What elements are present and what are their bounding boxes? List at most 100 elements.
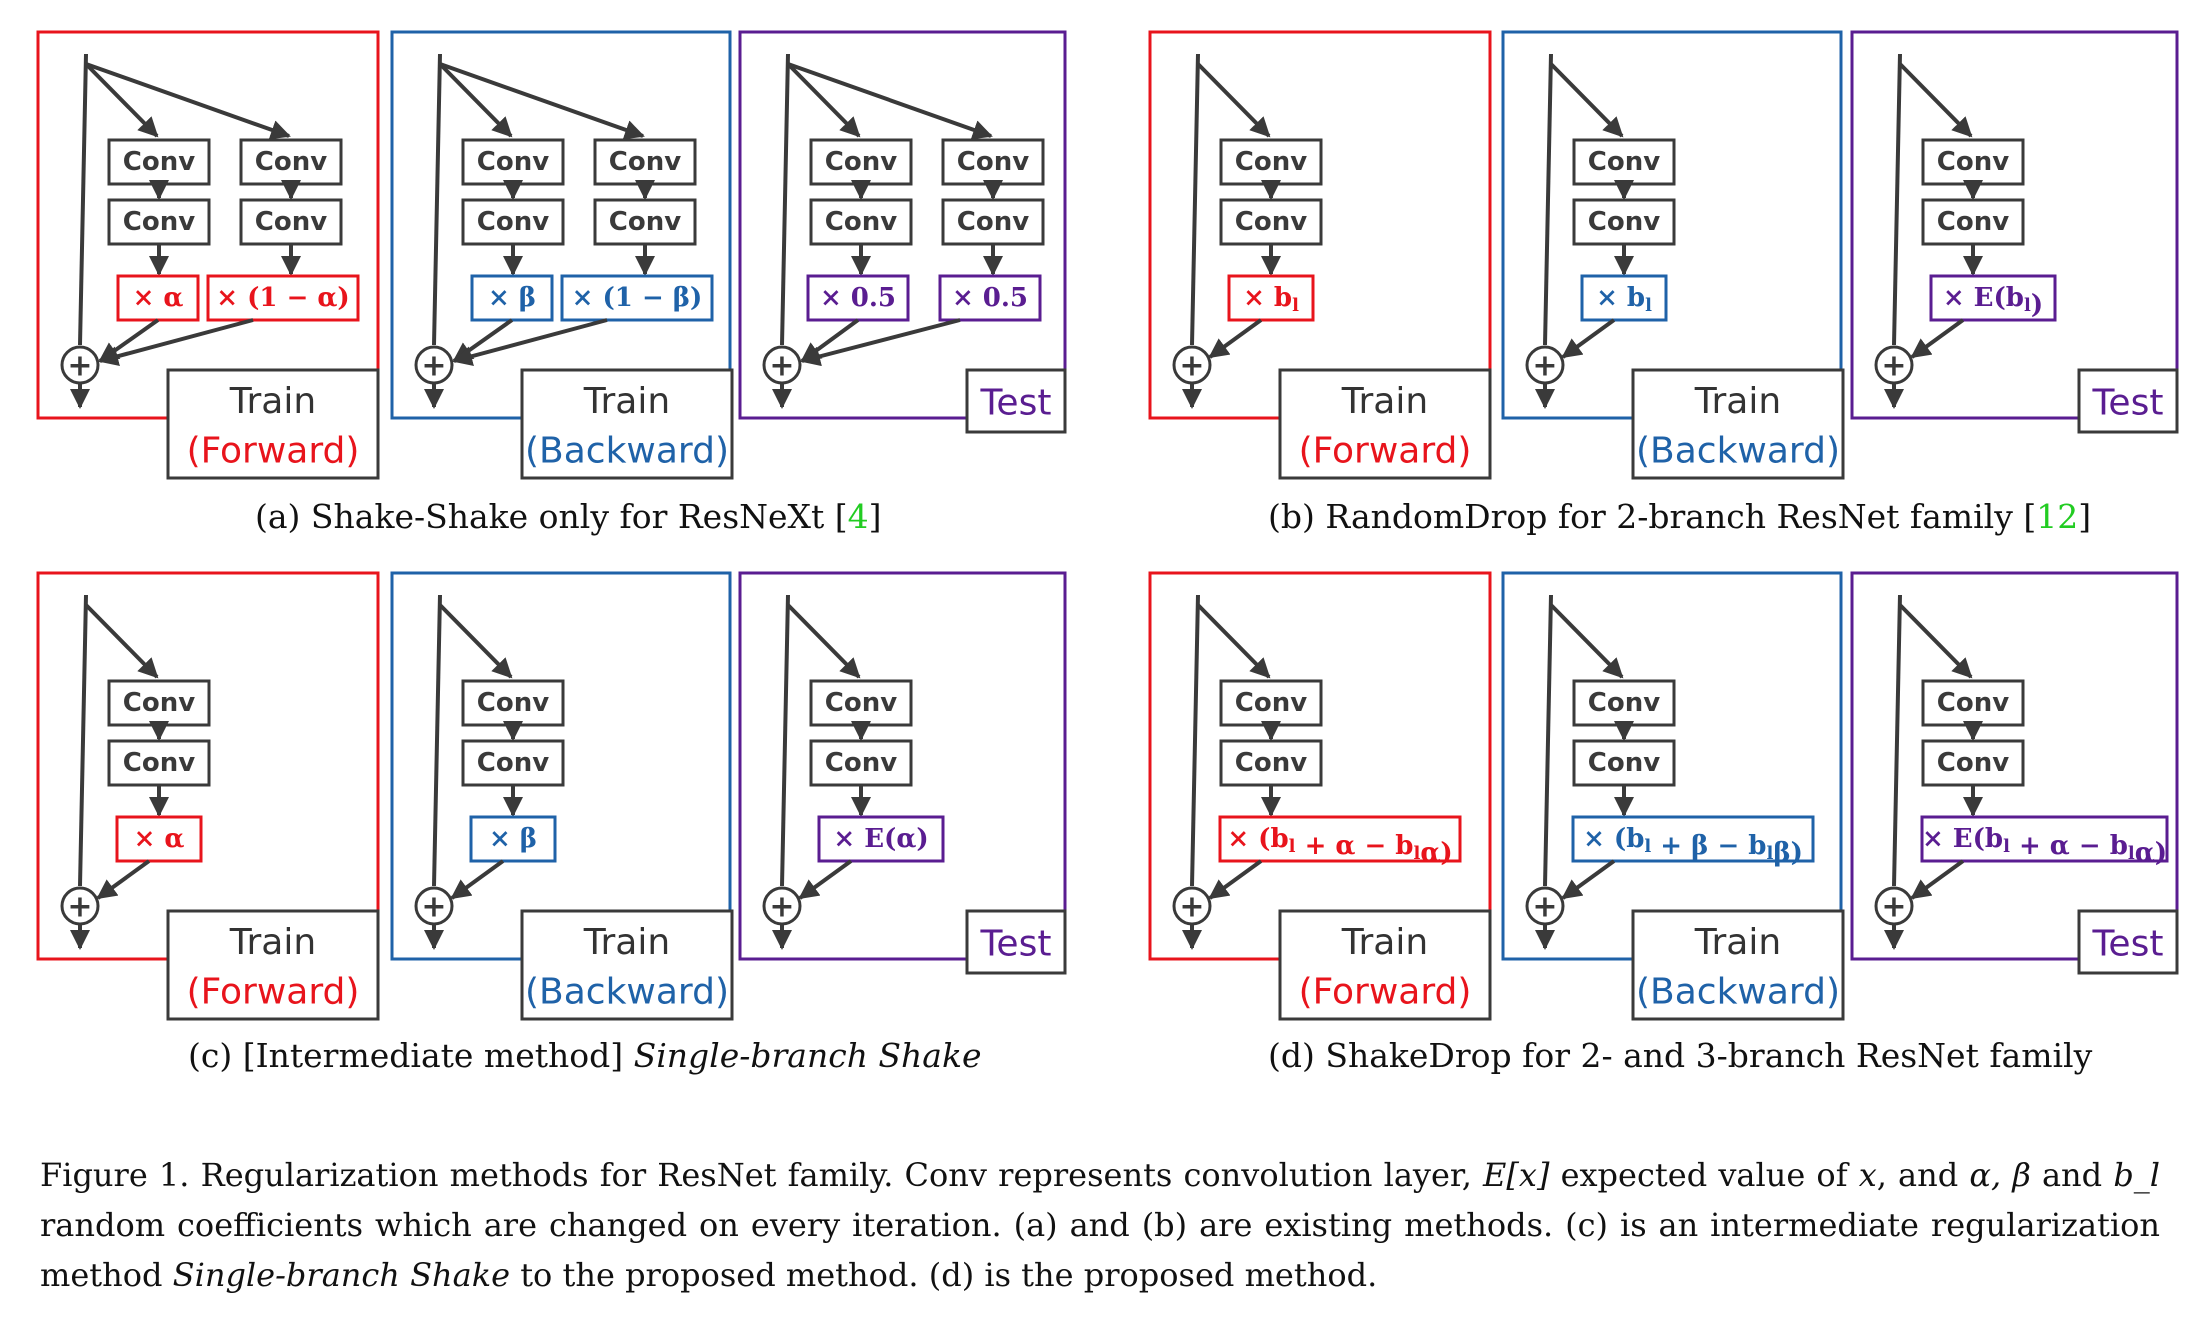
skip-line: [1190, 594, 1200, 887]
branch-arrow: [1196, 62, 1271, 138]
mode-label-box: [166, 909, 380, 1021]
plus-icon: +: [1179, 890, 1204, 925]
mode-label-text: Train: [229, 922, 316, 963]
multiplier-box: [470, 274, 554, 322]
merge-arrow: [96, 859, 151, 900]
subcaption-a: (a) Shake-Shake only for ResNeXt [4]: [255, 497, 882, 536]
conv-label: Conv: [609, 207, 681, 237]
conv-label: Conv: [123, 748, 195, 778]
conv-box: [1219, 138, 1323, 186]
multiplier-box: [1920, 815, 2169, 863]
conv-label: Conv: [1235, 207, 1307, 237]
subcaption-b: (b) RandomDrop for 2-branch ResNet famil…: [1268, 497, 2091, 536]
merge-arrow: [1208, 318, 1263, 359]
branch-arrow: [84, 603, 159, 679]
merge-arrow: [1561, 859, 1616, 900]
conv-label: Conv: [825, 147, 897, 177]
conv-label: Conv: [1235, 688, 1307, 718]
conv-label: Conv: [1235, 748, 1307, 778]
caption-math: α, β: [1969, 1156, 2031, 1194]
conv-box: [809, 138, 913, 186]
mode-label-box: [520, 909, 734, 1021]
skip-line: [78, 53, 88, 346]
mode-label-text: (Backward): [525, 431, 729, 472]
conv-label: Conv: [255, 147, 327, 177]
plus-node: [1874, 345, 1914, 385]
mode-label-box: [1631, 368, 1845, 480]
mode-label-text: Train: [1341, 381, 1428, 422]
conv-box: [1219, 198, 1323, 246]
branch-arrow: [1549, 603, 1624, 679]
branch-arrow: [85, 62, 291, 140]
branch-arrow: [1898, 62, 1973, 138]
conv-label: Conv: [477, 207, 549, 237]
plus-node: [1525, 886, 1565, 926]
conv-label: Conv: [477, 688, 549, 718]
skip-line: [1190, 53, 1200, 346]
merge-arrow: [1561, 318, 1616, 359]
mode-label-box: [965, 368, 1067, 434]
multiplier-text: × bl: [1596, 283, 1652, 316]
branch-arrow: [786, 603, 861, 679]
plus-icon: +: [769, 890, 794, 925]
multiplier-box: [1218, 815, 1462, 863]
multiplier-box: [560, 274, 714, 322]
branch-arrow: [439, 62, 645, 140]
citation-link[interactable]: 4: [847, 497, 869, 536]
plus-icon: +: [421, 890, 446, 925]
multiplier-text: × bl: [1243, 283, 1299, 316]
figure-caption: Figure 1. Regularization methods for Res…: [40, 1150, 2160, 1300]
frame-border: [738, 571, 1067, 961]
conv-box: [107, 138, 211, 186]
multiplier-box: [1580, 274, 1668, 322]
mode-label-text: (Forward): [1299, 972, 1472, 1013]
conv-label: Conv: [1588, 748, 1660, 778]
skip-line: [78, 594, 88, 887]
caption-text: Figure 1. Regularization methods for Res…: [40, 1156, 1484, 1194]
frame-border: [738, 30, 1067, 420]
plus-node: [60, 345, 100, 385]
conv-label: Conv: [957, 147, 1029, 177]
mode-label-text: Test: [2092, 383, 2164, 424]
skip-line: [432, 53, 442, 346]
conv-box: [107, 739, 211, 787]
conv-label: Conv: [957, 207, 1029, 237]
conv-label: Conv: [1937, 688, 2009, 718]
multiplier-box: [817, 815, 945, 863]
subcaption-a-text: (a) Shake-Shake only for ResNeXt [: [255, 497, 848, 536]
plus-node: [414, 886, 454, 926]
mode-label-box: [1278, 368, 1492, 480]
caption-math: x: [1858, 1156, 1877, 1194]
multiplier-text: × α: [134, 824, 185, 854]
conv-label: Conv: [1588, 207, 1660, 237]
mode-label-text: Train: [1694, 922, 1781, 963]
conv-box: [593, 198, 697, 246]
mode-label-box: [965, 909, 1067, 975]
mode-label-text: (Backward): [1636, 431, 1840, 472]
plus-icon: +: [67, 349, 92, 384]
mode-label-box: [1631, 909, 1845, 1021]
subcaption-c: (c) [Intermediate method] Single-branch …: [188, 1036, 982, 1075]
conv-label: Conv: [477, 748, 549, 778]
conv-label: Conv: [1588, 147, 1660, 177]
frame-border: [1850, 571, 2179, 961]
branch-arrow: [786, 62, 861, 138]
subcaption-b-text: (b) RandomDrop for 2-branch ResNet famil…: [1268, 497, 2037, 536]
mode-label-text: Test: [980, 924, 1052, 965]
multiplier-text: × (bl + β − blβ): [1583, 824, 1803, 868]
multiplier-text: × E(bl): [1943, 283, 2043, 320]
conv-box: [461, 679, 565, 727]
plus-node: [1874, 886, 1914, 926]
plus-node: [1525, 345, 1565, 385]
multiplier-box: [1571, 815, 1815, 863]
plus-icon: +: [421, 349, 446, 384]
citation-link[interactable]: 12: [2036, 497, 2079, 536]
subcaption-d: (d) ShakeDrop for 2- and 3-branch ResNet…: [1268, 1036, 2092, 1075]
multiplier-box: [1227, 274, 1315, 322]
